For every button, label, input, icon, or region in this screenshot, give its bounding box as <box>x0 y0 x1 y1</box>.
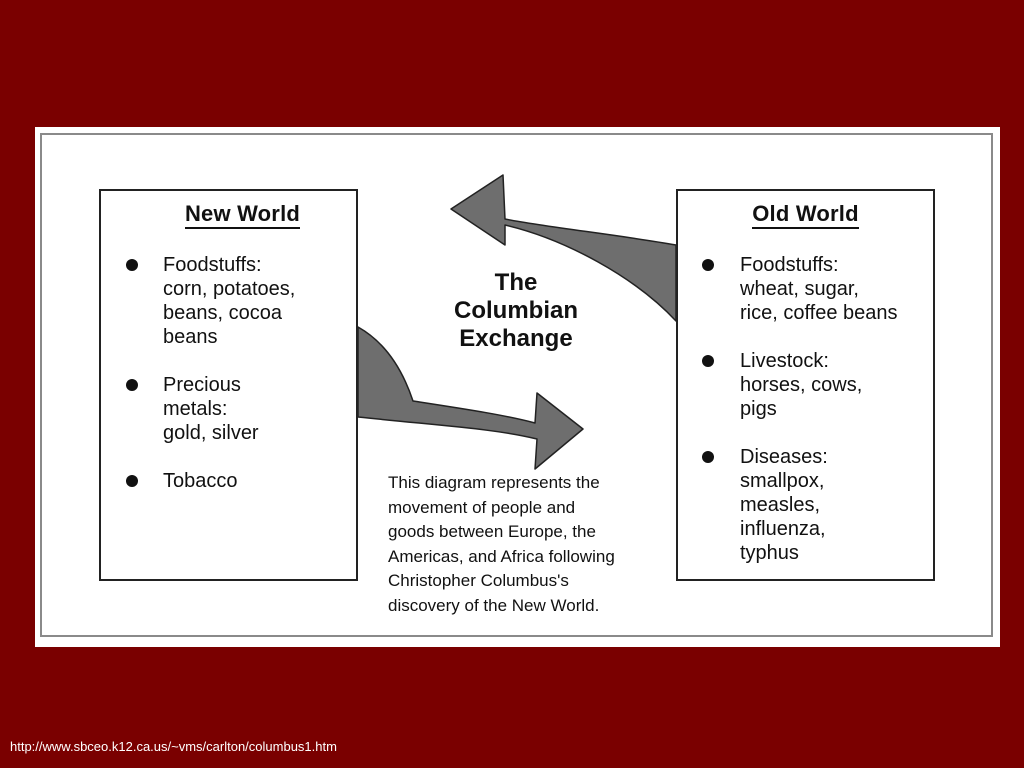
exchange-arrows <box>357 174 677 470</box>
new-world-title: New World <box>184 201 301 229</box>
list-item: Precious metals: gold, silver <box>101 373 356 445</box>
old-world-box: Old World Foodstuffs: wheat, sugar, rice… <box>676 189 935 581</box>
bullet-icon <box>702 355 714 367</box>
new-world-list: Foodstuffs: corn, potatoes, beans, cocoa… <box>101 253 356 517</box>
old-world-list: Foodstuffs: wheat, sugar, rice, coffee b… <box>678 253 933 589</box>
bullet-icon <box>126 475 138 487</box>
bullet-icon <box>126 379 138 391</box>
arrow-to-old-world <box>357 326 584 470</box>
bullet-icon <box>702 259 714 271</box>
bullet-icon <box>702 451 714 463</box>
list-item: Foodstuffs: corn, potatoes, beans, cocoa… <box>101 253 356 349</box>
diagram-title: The Columbian Exchange <box>454 269 578 352</box>
list-item: Diseases: smallpox, measles, influenza, … <box>678 445 933 565</box>
diagram-card: New World Foodstuffs: corn, potatoes, be… <box>35 127 1000 647</box>
list-item: Livestock: horses, cows, pigs <box>678 349 933 421</box>
diagram-frame <box>40 133 993 637</box>
new-world-box: New World Foodstuffs: corn, potatoes, be… <box>99 189 358 581</box>
bullet-icon <box>126 259 138 271</box>
list-item: Tobacco <box>101 469 356 493</box>
source-url[interactable]: http://www.sbceo.k12.ca.us/~vms/carlton/… <box>10 739 337 754</box>
arrow-to-new-world <box>450 174 677 322</box>
list-item: Foodstuffs: wheat, sugar, rice, coffee b… <box>678 253 933 325</box>
old-world-title: Old World <box>752 201 859 229</box>
diagram-caption: This diagram represents the movement of … <box>388 473 615 615</box>
